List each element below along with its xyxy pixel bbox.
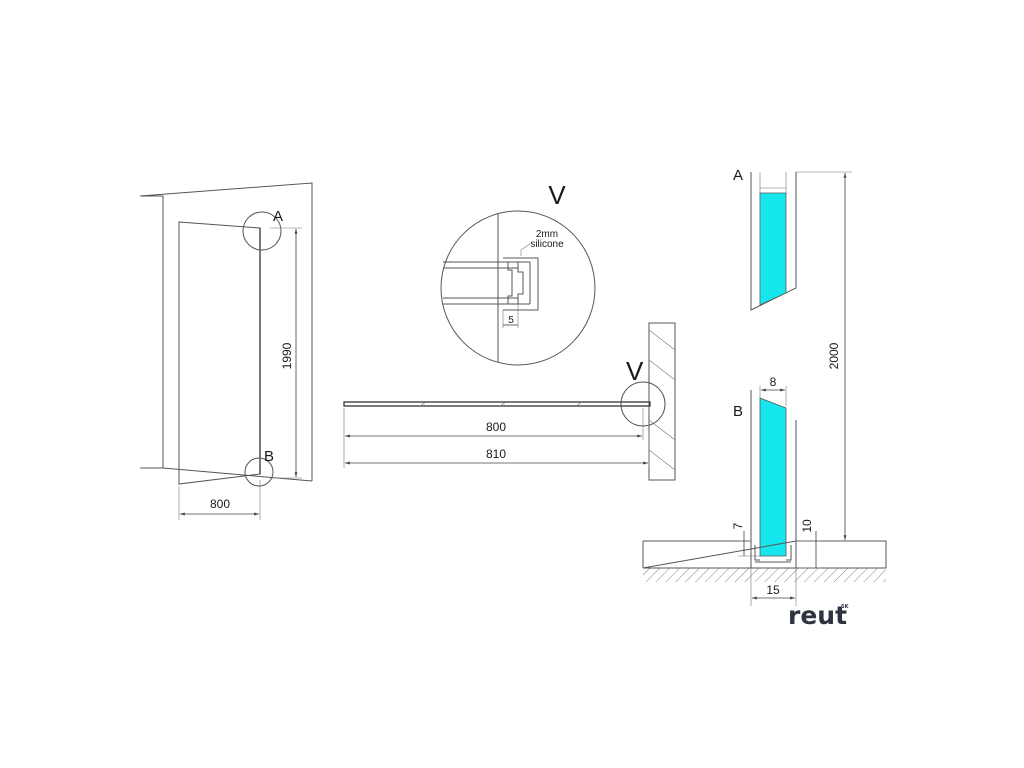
plan-glass-panel <box>343 401 651 407</box>
profile-height-text: 10 <box>800 519 814 533</box>
section-b-glass <box>759 397 787 557</box>
detail-v: V 2mm silicone 5 <box>440 180 596 366</box>
section-detail-a-label: A <box>733 167 743 184</box>
detail-glass-edge <box>443 261 530 305</box>
thickness-dimension-text: 8 <box>770 375 777 389</box>
section-detail-b-label: B <box>733 403 743 420</box>
section-view: A B 8 7 10 15 <box>642 167 887 606</box>
profile-width-text: 15 <box>766 583 780 597</box>
detail-b-circle <box>244 457 274 487</box>
plan-wall <box>648 322 676 481</box>
logo-superscript: SK <box>841 604 850 610</box>
detail-v-circle <box>440 210 596 366</box>
ground-hatch <box>643 568 886 582</box>
gap-dimension-text: 5 <box>508 315 514 326</box>
plan-view: V 800 810 <box>343 322 676 481</box>
detail-a-label: A <box>273 208 283 225</box>
plan-detail-v-label: V <box>626 356 644 386</box>
total-height-text: 2000 <box>827 342 841 369</box>
floor-profile <box>750 541 797 568</box>
detail-v-title: V <box>548 180 566 210</box>
panel-dimension-text: 800 <box>486 420 506 434</box>
section-b-frame <box>750 390 797 541</box>
detail-a-circle <box>242 211 282 251</box>
brand-logo: reut SK <box>788 601 850 630</box>
elevation-view: A B 1990 800 <box>139 182 313 520</box>
door-panel <box>178 221 261 485</box>
width-dimension-text: 800 <box>210 497 230 511</box>
silicone-note-line1: 2mm <box>536 229 558 240</box>
overall-dimension-text: 810 <box>486 447 506 461</box>
plan-wall-hatch <box>648 329 676 471</box>
profile-inner-height-text: 7 <box>731 522 745 529</box>
room-wall-outline <box>139 182 313 482</box>
plan-glass-ticks <box>419 401 583 407</box>
logo-text: reut <box>788 601 847 630</box>
height-dimension-text: 1990 <box>280 342 294 369</box>
section-a-glass <box>759 192 787 306</box>
detail-b-label: B <box>264 448 274 465</box>
detail-profile <box>503 257 539 311</box>
silicone-leader-arm <box>520 243 531 251</box>
silicone-note-line2: silicone <box>530 239 564 250</box>
